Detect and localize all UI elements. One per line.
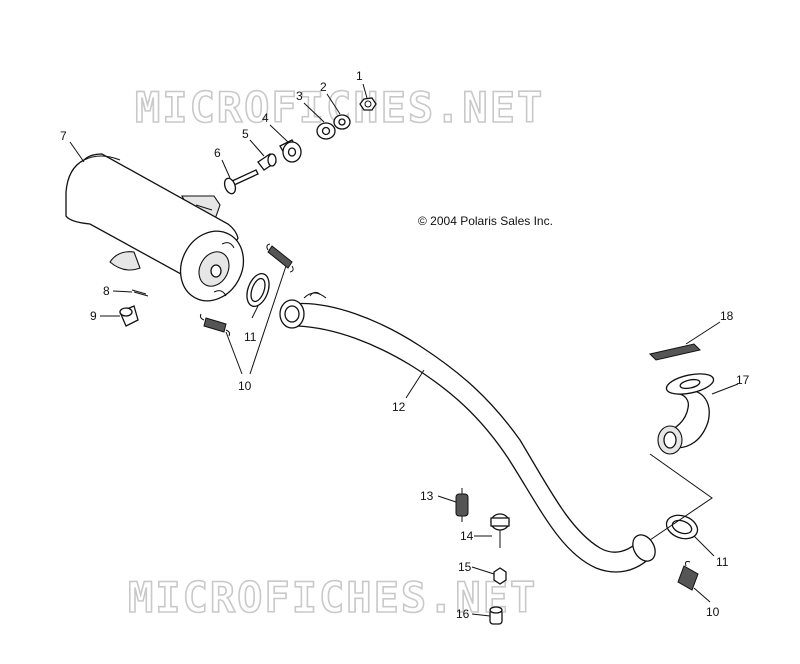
head-pipe-part-12 xyxy=(279,291,656,573)
watermark-bottom: MICROFICHES.NET xyxy=(128,573,537,622)
callout-1: 1 xyxy=(356,69,363,83)
bolt-part-14 xyxy=(490,513,510,548)
callout-9: 9 xyxy=(90,309,97,323)
spring-part-10-upper xyxy=(266,243,294,273)
washer-part-3 xyxy=(316,122,336,140)
callout-13: 13 xyxy=(420,489,434,503)
callout-11-left: 11 xyxy=(244,330,257,344)
spring-part-10-lower xyxy=(199,313,231,337)
callout-10-right: 10 xyxy=(706,605,720,619)
cap-part-16 xyxy=(489,606,503,625)
callout-4: 4 xyxy=(262,111,269,125)
sleeve-part-5 xyxy=(257,153,277,171)
callout-7: 7 xyxy=(60,129,67,143)
washer-part-2 xyxy=(333,114,351,130)
gasket-part-11-right xyxy=(665,514,699,540)
nut-part-1 xyxy=(359,97,377,111)
muffler xyxy=(65,153,245,302)
leader-lines xyxy=(69,83,739,617)
gasket-part-18 xyxy=(649,343,701,361)
callout-labels: 1 2 3 4 5 6 7 8 9 10 11 12 13 14 15 16 1… xyxy=(60,69,750,621)
callout-18: 18 xyxy=(720,309,734,323)
callout-6: 6 xyxy=(214,146,221,160)
callout-5: 5 xyxy=(242,127,249,141)
clip-part-8 xyxy=(131,289,149,297)
gasket-part-11-left xyxy=(246,273,270,307)
callout-8: 8 xyxy=(103,284,110,298)
nut-part-15 xyxy=(493,567,507,585)
callout-17: 17 xyxy=(736,373,750,387)
bolt-part-9 xyxy=(119,305,139,327)
callout-16: 16 xyxy=(456,607,470,621)
elbow-pipe-part-17 xyxy=(657,373,715,455)
callout-3: 3 xyxy=(296,89,303,103)
callout-11-right: 11 xyxy=(716,555,729,569)
grommet-part-4 xyxy=(279,139,302,163)
spring-part-10-right xyxy=(677,561,699,591)
callout-12: 12 xyxy=(392,400,406,414)
spring-part-13 xyxy=(455,488,469,522)
callout-2: 2 xyxy=(320,80,327,94)
callout-15: 15 xyxy=(458,560,472,574)
copyright-text: © 2004 Polaris Sales Inc. xyxy=(418,214,553,228)
callout-14: 14 xyxy=(460,529,474,543)
callout-10-left: 10 xyxy=(238,379,252,393)
bolt-part-6 xyxy=(223,169,259,195)
